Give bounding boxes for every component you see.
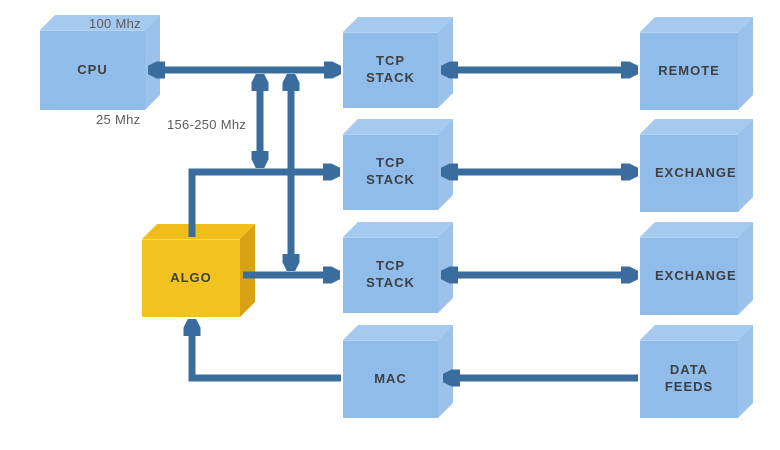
- node-algo: ALGO: [142, 224, 255, 317]
- node-label-tcp-stack-2: TCP STACK: [366, 155, 415, 187]
- node-label-tcp-stack-1: TCP STACK: [366, 53, 415, 85]
- cube-top-face: [40, 15, 160, 30]
- cube-front-face: TCP STACK: [343, 32, 438, 108]
- cube-top-face: [142, 224, 255, 239]
- cube-top-face: [343, 222, 453, 237]
- label-fabric-clock: 156-250 Mhz: [167, 117, 247, 132]
- cube-side-face: [738, 119, 753, 212]
- cube-front-face: DATA FEEDS: [640, 340, 738, 418]
- cube-top-face: [343, 17, 453, 32]
- cube-top-face: [640, 119, 753, 134]
- node-exchange-1: EXCHANGE: [640, 119, 753, 212]
- cube-front-face: EXCHANGE: [640, 237, 738, 315]
- node-tcp-stack-2: TCP STACK: [343, 119, 453, 210]
- cube-side-face: [438, 325, 453, 418]
- cube-top-face: [343, 119, 453, 134]
- label-cpu-bus-clock: 25 Mhz: [96, 112, 141, 127]
- cube-side-face: [438, 222, 453, 313]
- node-exchange-2: EXCHANGE: [640, 222, 753, 315]
- cube-front-face: TCP STACK: [343, 237, 438, 313]
- node-label-exchange-1: EXCHANGE: [655, 164, 737, 180]
- node-label-tcp-stack-3: TCP STACK: [366, 258, 415, 290]
- label-cpu-clock: 100 Mhz: [89, 16, 141, 31]
- node-mac: MAC: [343, 325, 453, 418]
- cube-side-face: [438, 119, 453, 210]
- cube-front-face: MAC: [343, 340, 438, 418]
- edge-mac-algo: [192, 320, 341, 382]
- cube-front-face: TCP STACK: [343, 134, 438, 210]
- cube-front-face: REMOTE: [640, 32, 738, 110]
- cube-top-face: [343, 325, 453, 340]
- node-remote: REMOTE: [640, 17, 753, 110]
- node-label-data-feeds: DATA FEEDS: [664, 362, 714, 394]
- cube-top-face: [640, 17, 753, 32]
- cube-side-face: [438, 17, 453, 108]
- node-cpu: CPU: [40, 15, 160, 110]
- cube-side-face: [145, 15, 160, 110]
- cube-side-face: [738, 222, 753, 315]
- node-tcp-stack-1: TCP STACK: [343, 17, 453, 108]
- node-data-feeds: DATA FEEDS: [640, 325, 753, 418]
- cube-side-face: [738, 17, 753, 110]
- cube-side-face: [240, 224, 255, 317]
- node-label-mac: MAC: [374, 370, 407, 386]
- node-tcp-stack-3: TCP STACK: [343, 222, 453, 313]
- node-label-cpu: CPU: [77, 61, 108, 77]
- cube-top-face: [640, 325, 753, 340]
- cube-side-face: [738, 325, 753, 418]
- node-label-remote: REMOTE: [658, 62, 720, 78]
- cube-top-face: [640, 222, 753, 237]
- node-label-algo: ALGO: [170, 269, 212, 285]
- cube-front-face: CPU: [40, 30, 145, 110]
- cube-front-face: EXCHANGE: [640, 134, 738, 212]
- node-label-exchange-2: EXCHANGE: [655, 267, 737, 283]
- cube-front-face: ALGO: [142, 239, 240, 317]
